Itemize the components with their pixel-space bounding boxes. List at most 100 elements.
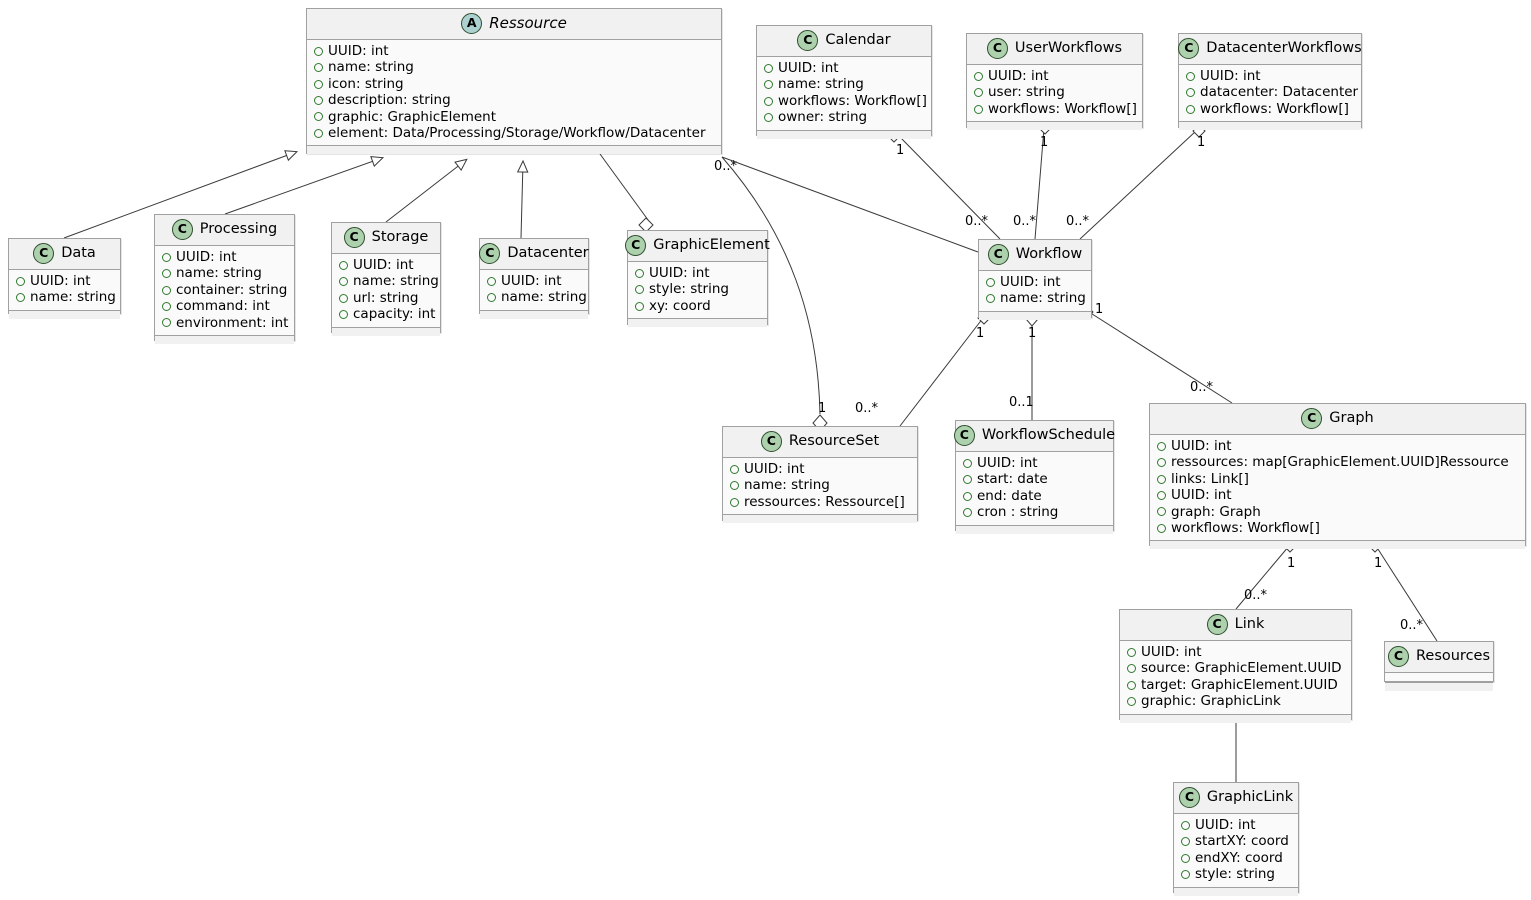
public-visibility-icon (635, 301, 644, 311)
attribute-label: ressources: map[GraphicElement.UUID]Ress… (1171, 454, 1509, 471)
attribute-row: UUID: int (764, 60, 924, 76)
class-icon: C (986, 38, 1008, 59)
class-icon: C (343, 227, 365, 248)
attribute-row: style: string (1181, 866, 1291, 882)
attribute-row: UUID: int (1127, 644, 1344, 660)
attribute-label: UUID: int (1200, 68, 1261, 84)
public-visibility-icon (1127, 680, 1136, 690)
attribute-row: UUID: int (963, 455, 1106, 471)
class-icon: C (33, 243, 55, 264)
multiplicity-m-graph-star: 0..* (1190, 380, 1214, 395)
class-icon: C (479, 243, 501, 264)
public-visibility-icon (1186, 71, 1195, 81)
edge-datacenter-ressource (516, 159, 529, 239)
attribute-row: UUID: int (1181, 817, 1291, 833)
attribute-row: UUID: int (986, 274, 1084, 290)
attribute-label: user: string (988, 84, 1065, 101)
multiplicity-m-datacenterworkflows-1: 1 (1197, 135, 1206, 150)
public-visibility-icon (1127, 664, 1136, 674)
public-visibility-icon (764, 63, 773, 73)
attribute-label: name: string (353, 273, 439, 290)
attribute-label: UUID: int (977, 455, 1038, 471)
multiplicity-m-graph-link-star: 0..* (1244, 588, 1268, 603)
public-visibility-icon (1157, 474, 1166, 484)
edge-ressource-graphicelement (599, 153, 652, 225)
public-visibility-icon (635, 285, 644, 295)
public-visibility-icon (339, 260, 348, 270)
attribute-row: links: Link[] (1157, 471, 1518, 487)
public-visibility-icon (1181, 820, 1190, 830)
class-icon: C (797, 30, 819, 51)
class-name-datacenterworkflows: DatacenterWorkflows (1206, 40, 1362, 57)
attribute-row: UUID: int (1157, 487, 1518, 503)
attribute-label: container: string (176, 281, 288, 298)
public-visibility-icon (974, 104, 983, 114)
attribute-row: graph: Graph (1157, 504, 1518, 520)
public-visibility-icon (1181, 853, 1190, 863)
public-visibility-icon (986, 277, 995, 287)
attribute-label: icon: string (328, 75, 404, 92)
class-methods-calendar (757, 129, 931, 139)
class-name-graphicelement: GraphicElement (653, 237, 770, 254)
class-header-storage: C Storage (332, 223, 440, 254)
public-visibility-icon (764, 80, 773, 90)
class-methods-data (9, 309, 120, 319)
attribute-row: startXY: coord (1181, 833, 1291, 849)
attribute-row: name: string (314, 59, 714, 75)
public-visibility-icon (162, 318, 171, 328)
attribute-row: capacity: int (339, 306, 436, 323)
class-methods-graphiclink (1174, 886, 1298, 896)
class-icon: C (953, 425, 975, 446)
public-visibility-icon (963, 491, 972, 501)
attribute-row: name: string (339, 273, 439, 289)
class-methods-resourceset (723, 514, 917, 524)
attribute-row: name: string (986, 290, 1086, 306)
public-visibility-icon (1127, 696, 1136, 706)
attribute-row: graphic: GraphicElement (314, 109, 714, 125)
attribute-label: capacity: int (353, 306, 436, 323)
class-icon: C (1178, 38, 1200, 59)
edge-workflow-resourceset (899, 317, 984, 427)
public-visibility-icon (162, 252, 171, 262)
attribute-row: endXY: coord (1181, 850, 1291, 866)
public-visibility-icon (339, 277, 348, 287)
attribute-row: command: int (162, 298, 287, 314)
public-visibility-icon (974, 71, 983, 81)
class-methods-storage (332, 326, 440, 336)
attribute-label: UUID: int (30, 273, 91, 289)
attribute-label: start: date (977, 471, 1048, 488)
attribute-row: user: string (974, 84, 1135, 100)
public-visibility-icon (1157, 507, 1166, 517)
edge-processing-ressource (224, 156, 385, 215)
multiplicity-m-graph-res-star: 0..* (1400, 618, 1424, 633)
public-visibility-icon (487, 276, 496, 286)
attribute-label: workflows: Workflow[] (778, 92, 927, 109)
abstract-class-icon: A (461, 13, 483, 34)
class-name-storage: Storage (371, 229, 429, 246)
public-visibility-icon (1181, 837, 1190, 847)
attribute-row: ressources: map[GraphicElement.UUID]Ress… (1157, 454, 1518, 470)
